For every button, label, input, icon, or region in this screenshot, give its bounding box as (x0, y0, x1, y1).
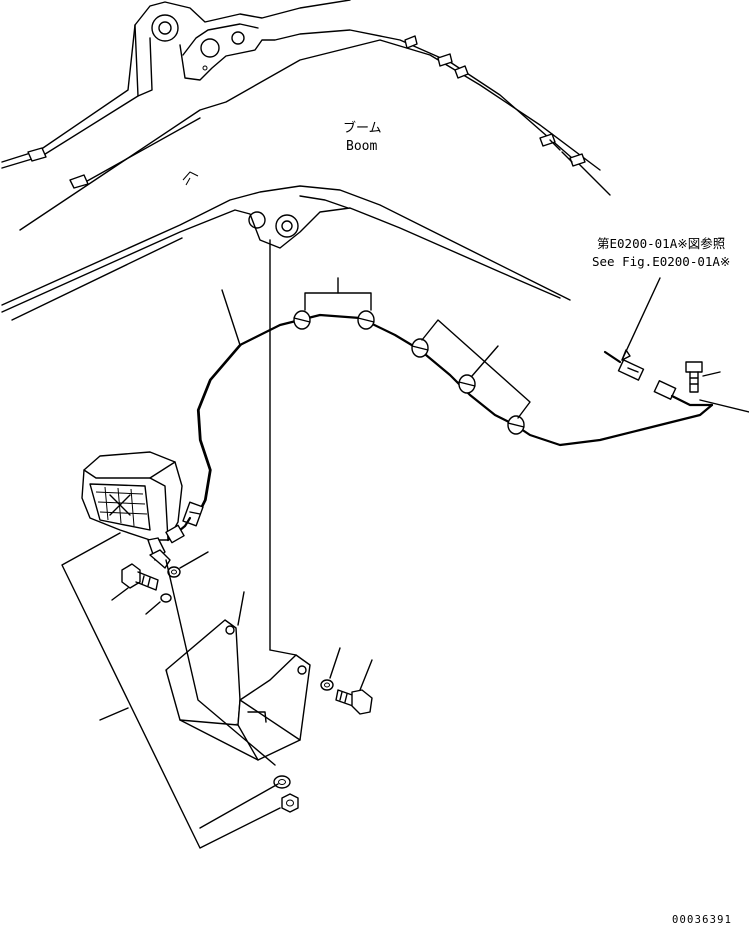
reference-label: 第E0200-01A※図参照 See Fig.E0200-01A※ (592, 236, 730, 361)
bolt-left (111, 563, 159, 601)
mounting-bracket (165, 619, 311, 761)
reference-label-japanese: 第E0200-01A※図参照 (597, 236, 725, 251)
connector-male (617, 359, 645, 381)
washer-left-upper (167, 551, 209, 578)
bolt-bracket (335, 659, 373, 715)
harness-clamps (293, 310, 525, 435)
reference-leader-line (621, 277, 661, 361)
clamp-2 (357, 310, 375, 330)
washer-left-lower (145, 593, 172, 615)
work-lamp (81, 451, 204, 569)
assembly-leaders (61, 239, 297, 849)
connector-female (653, 380, 677, 400)
boom-label-japanese: ブーム (343, 120, 382, 136)
boom-label: ブーム Boom (343, 120, 382, 154)
lamp-lens-grid (95, 486, 148, 527)
clamp-5 (507, 415, 525, 435)
connectors (603, 350, 749, 413)
nut-bottom (281, 793, 299, 813)
wiring-harness (193, 313, 714, 522)
arm-structure (1, 185, 571, 321)
reference-label-english: See Fig.E0200-01A※ (592, 254, 730, 269)
drawing-number: 00036391 (672, 914, 732, 926)
clamp-4 (458, 374, 476, 394)
boom-label-english: Boom (346, 139, 377, 154)
clamp-3 (411, 338, 429, 358)
bolt-right (685, 361, 721, 393)
clamp-leaders (221, 277, 531, 419)
boom-structure (1, 0, 611, 231)
washer-right (320, 647, 341, 691)
washer-bottom (273, 775, 291, 789)
clamp-1 (293, 310, 311, 330)
